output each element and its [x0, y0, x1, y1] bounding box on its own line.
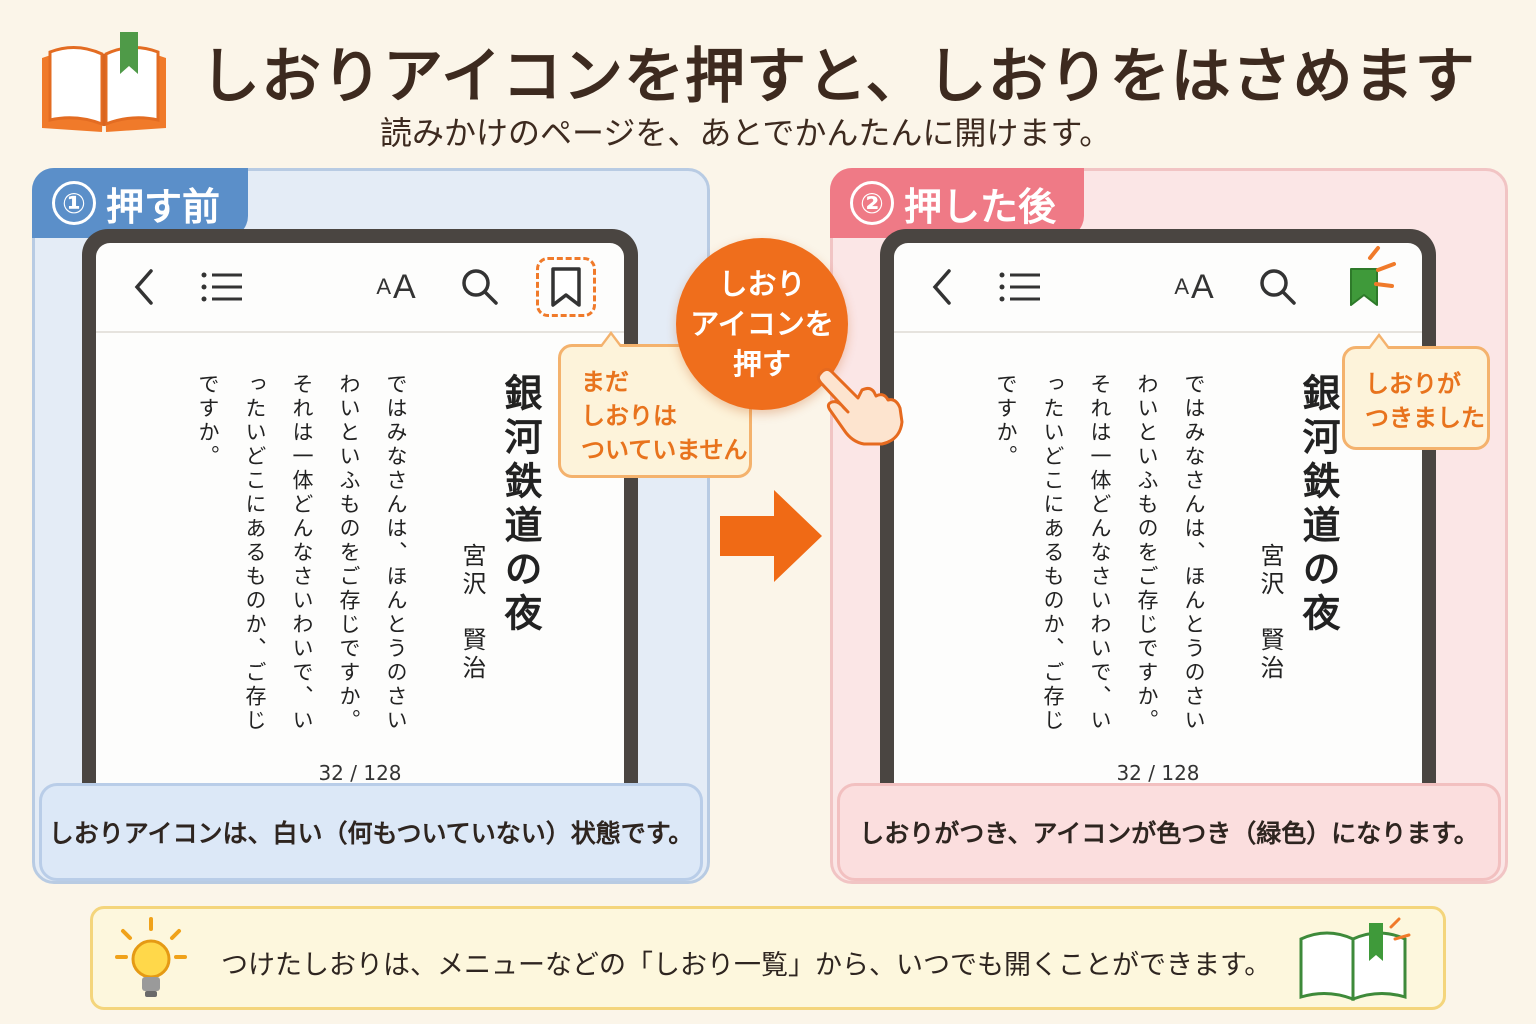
chevron-left-icon	[134, 269, 153, 305]
book-body-text: ではみなさんは、ほんとうのさいわいといふものをご存じですか。それは一体どんなさい…	[196, 373, 408, 733]
list-icon	[999, 272, 1040, 302]
bookmark-outline-icon	[551, 267, 581, 307]
callout-line: ついていません	[581, 436, 748, 464]
step-number: ②	[850, 181, 894, 225]
bookmark-button[interactable]	[536, 257, 596, 317]
book-body-text: ではみなさんは、ほんとうのさいわいといふものをご存じですか。それは一体どんなさい…	[994, 373, 1206, 733]
chevron-left-icon	[932, 269, 951, 305]
before-tag: ① 押す前	[32, 168, 249, 238]
open-book-icon	[42, 32, 166, 132]
search-button[interactable]	[1256, 265, 1300, 309]
before-caption: しおりアイコンは、白い（何もついていない）状態です。	[39, 783, 703, 881]
pointing-hand-icon	[816, 367, 904, 446]
after-tag: ② 押した後	[830, 168, 1085, 238]
callout-line: まだ	[581, 368, 629, 396]
step-label: 押す前	[106, 184, 221, 229]
tip-box: つけたしおりは、メニューなどの「しおり一覧」から、いつでも開くことができます。	[90, 906, 1446, 1010]
search-button[interactable]	[458, 265, 502, 309]
callout-line: しおりが	[1365, 370, 1461, 398]
font-large-label: A	[393, 267, 416, 306]
press-bookmark-badge: しおり アイコンを 押す	[676, 238, 848, 410]
callout-line: しおりは	[581, 402, 677, 430]
lightbulb-icon	[115, 917, 187, 997]
bookmarked-callout: しおりが つきました	[1342, 333, 1490, 450]
search-icon	[462, 269, 498, 305]
book-title: 銀河鉄道の夜	[1296, 373, 1341, 637]
badge-line: しおり	[718, 267, 806, 301]
back-button[interactable]	[122, 265, 166, 309]
book-title: 銀河鉄道の夜	[498, 373, 543, 637]
after-caption: しおりがつき、アイコンが色つき（緑色）になります。	[837, 783, 1501, 881]
tip-text: つけたしおりは、メニューなどの「しおり一覧」から、いつでも開くことができます。	[221, 950, 1272, 981]
open-book-bookmark-icon	[1299, 917, 1411, 1002]
step-label: 押した後	[904, 184, 1057, 229]
bookmark-filled-icon	[1350, 268, 1378, 306]
page-number: 32 / 128	[318, 761, 402, 785]
callout-line: つきました	[1365, 404, 1485, 432]
arrow-right-icon	[720, 490, 822, 582]
toc-button[interactable]	[200, 265, 244, 309]
book-author: 宮沢 賢治	[458, 543, 486, 683]
badge-line: アイコンを	[690, 307, 834, 341]
sparkle-icon	[1368, 246, 1396, 288]
toc-button[interactable]	[998, 265, 1042, 309]
back-button[interactable]	[920, 265, 964, 309]
step-number: ①	[52, 181, 96, 225]
search-icon	[1260, 269, 1296, 305]
bookmark-button[interactable]	[1334, 257, 1394, 317]
page-number: 32 / 128	[1116, 761, 1200, 785]
badge-line: 押す	[732, 347, 791, 381]
font-small-label: A	[376, 274, 391, 299]
page-title: しおりアイコンを押すと、しおりをはさめます	[200, 42, 1476, 112]
page-subtitle: 読みかけのページを、あとでかんたんに開けます。	[380, 114, 1112, 152]
list-icon	[201, 272, 242, 302]
not-bookmarked-callout: まだ しおりは ついていません	[558, 331, 752, 478]
font-large-label: A	[1191, 267, 1214, 306]
font-small-label: A	[1174, 274, 1189, 299]
book-author: 宮沢 賢治	[1256, 543, 1284, 683]
